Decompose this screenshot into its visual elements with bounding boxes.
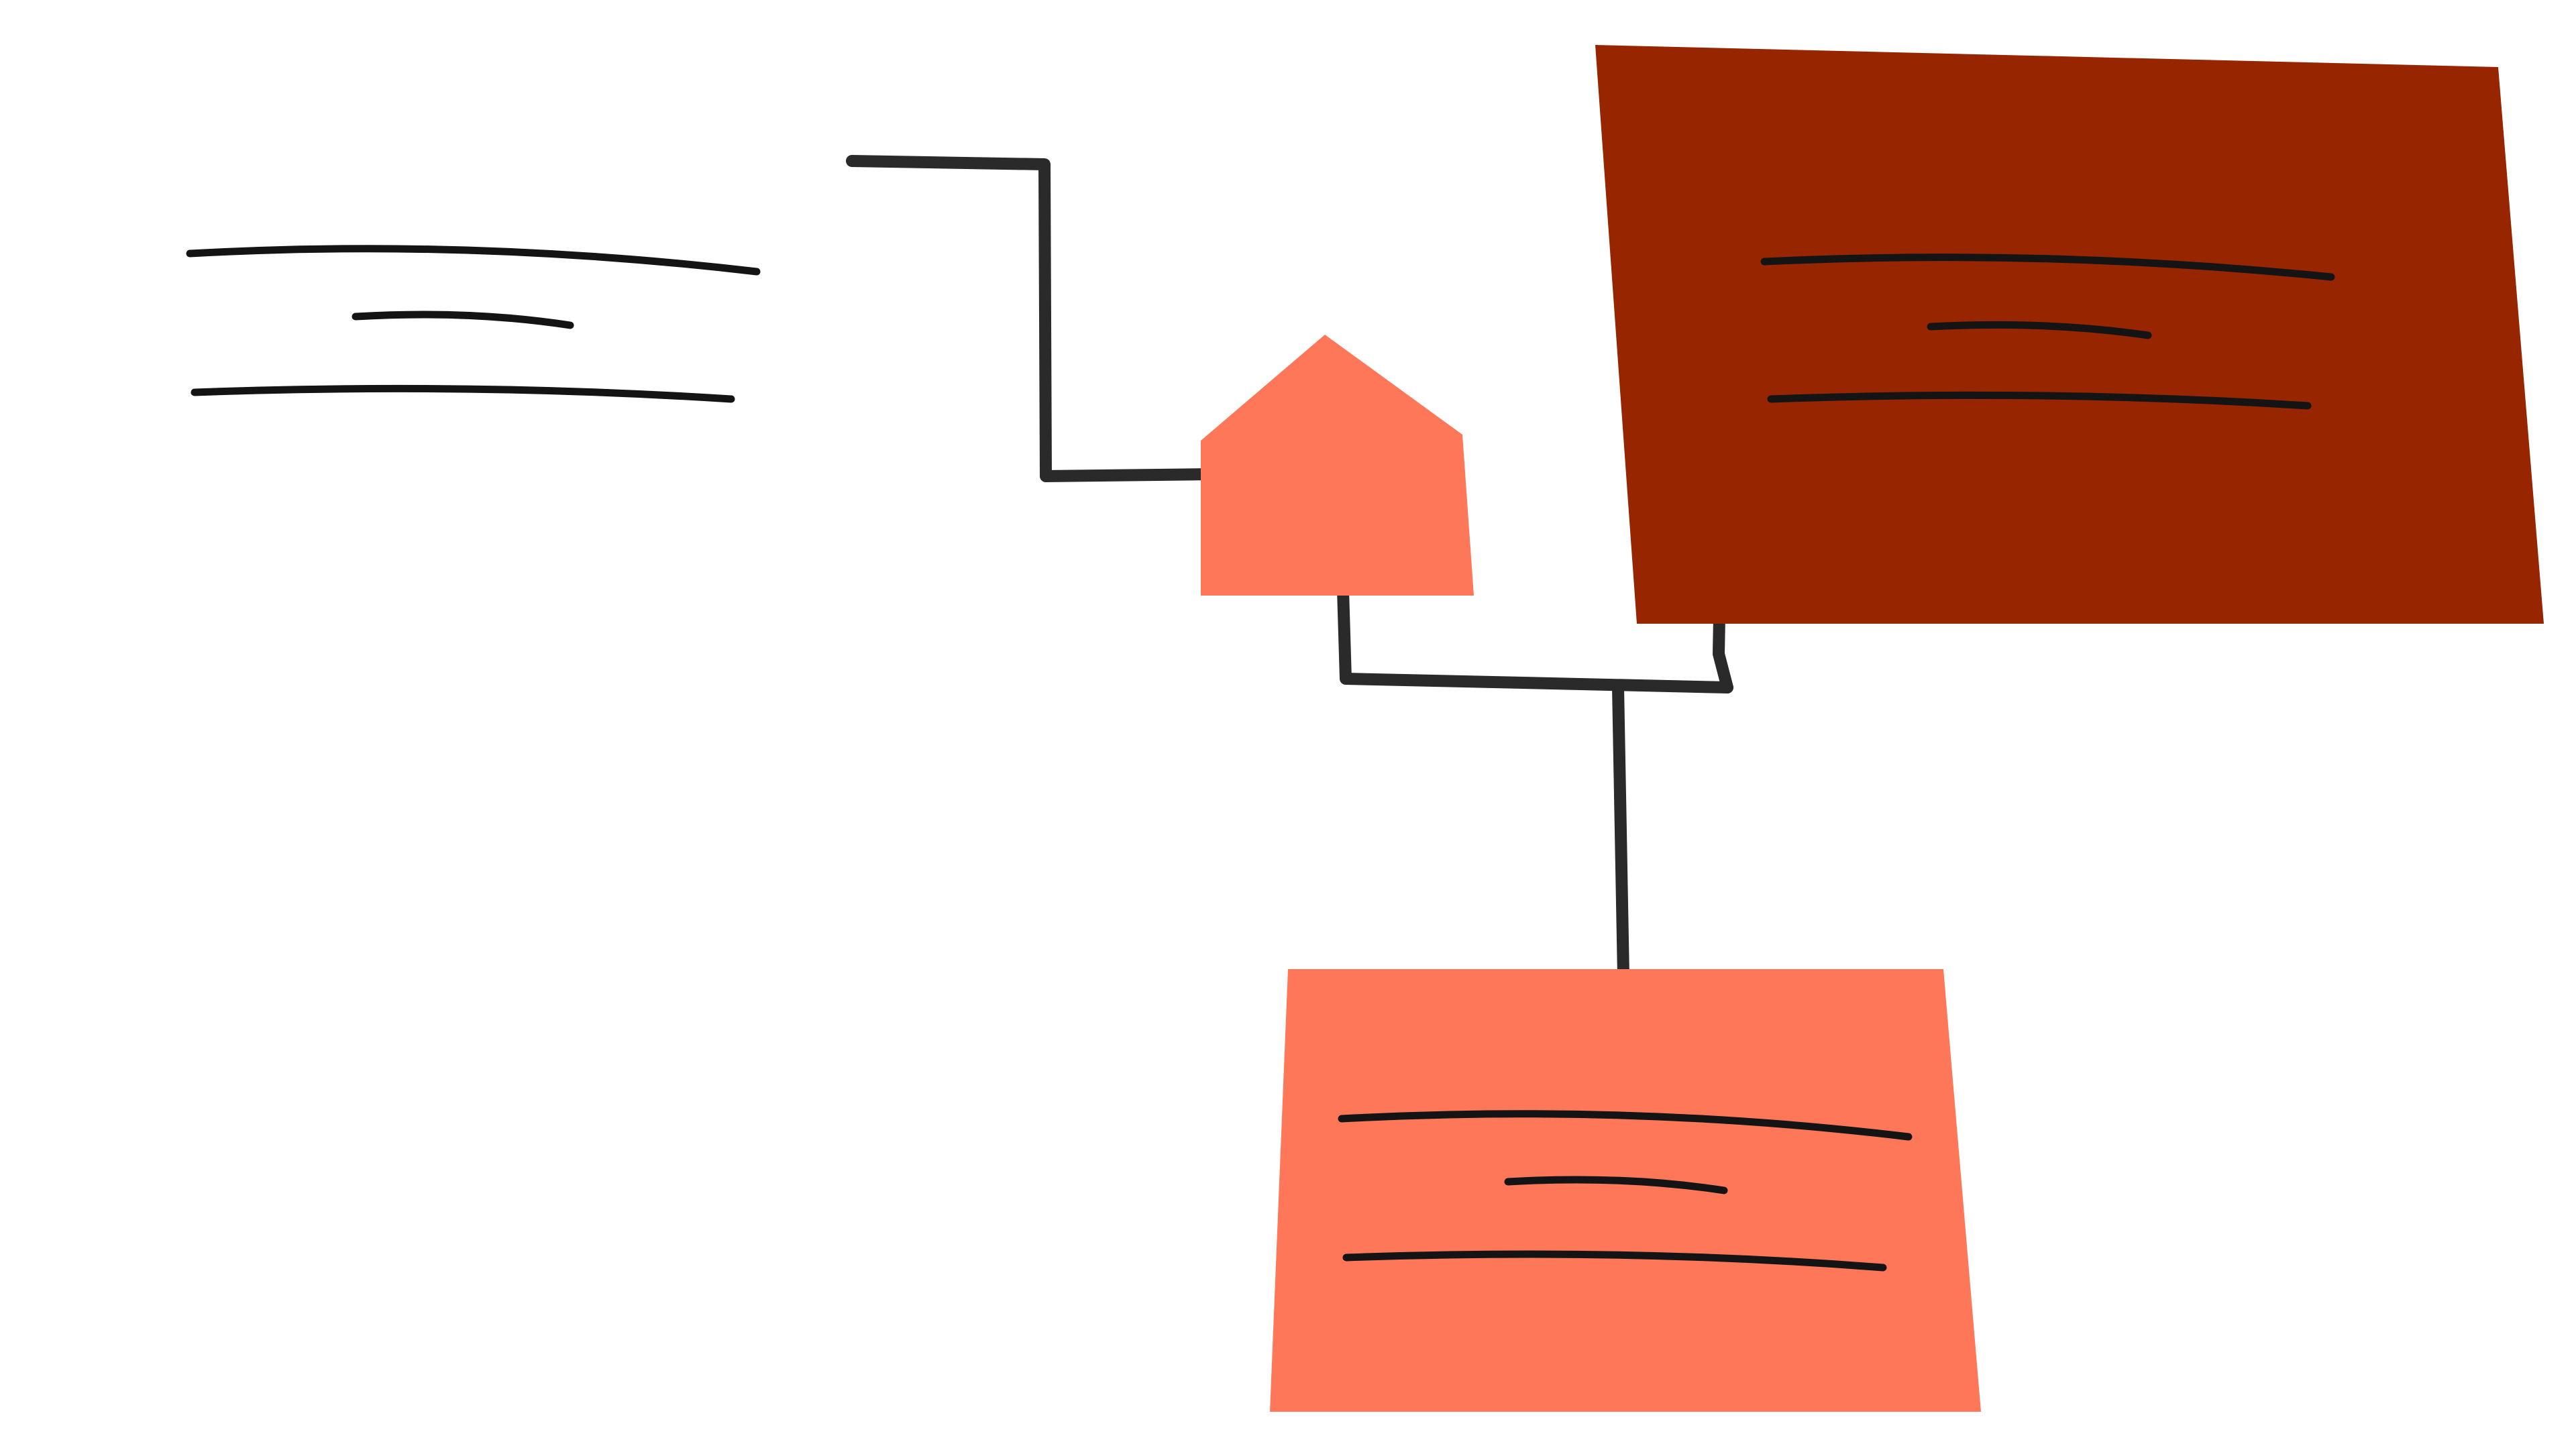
text-line: [352, 311, 574, 329]
text-line: [1760, 254, 2335, 281]
text-line: [191, 384, 735, 403]
house-node[interactable]: [1201, 335, 1474, 596]
connectors: [846, 155, 1733, 982]
connector-bus-to-coral-card: [1612, 681, 1629, 982]
connector-house-to-bus: [1337, 584, 1733, 693]
card-rust-shape: [1595, 45, 2544, 624]
text-line: [1504, 1176, 1728, 1194]
text-line: [1338, 1110, 1913, 1141]
text-line: [1767, 391, 2312, 410]
connector-rust-to-bus: [1713, 611, 1733, 693]
card-coral-shape: [1270, 969, 1981, 1412]
connector-text-to-house: [846, 155, 1217, 482]
text-line: [1342, 1250, 1887, 1272]
card-coral[interactable]: [1270, 969, 1981, 1412]
text-block-left: [186, 245, 761, 403]
card-rust[interactable]: [1595, 45, 2544, 624]
text-line: [186, 245, 761, 276]
text-line: [1927, 321, 2152, 339]
